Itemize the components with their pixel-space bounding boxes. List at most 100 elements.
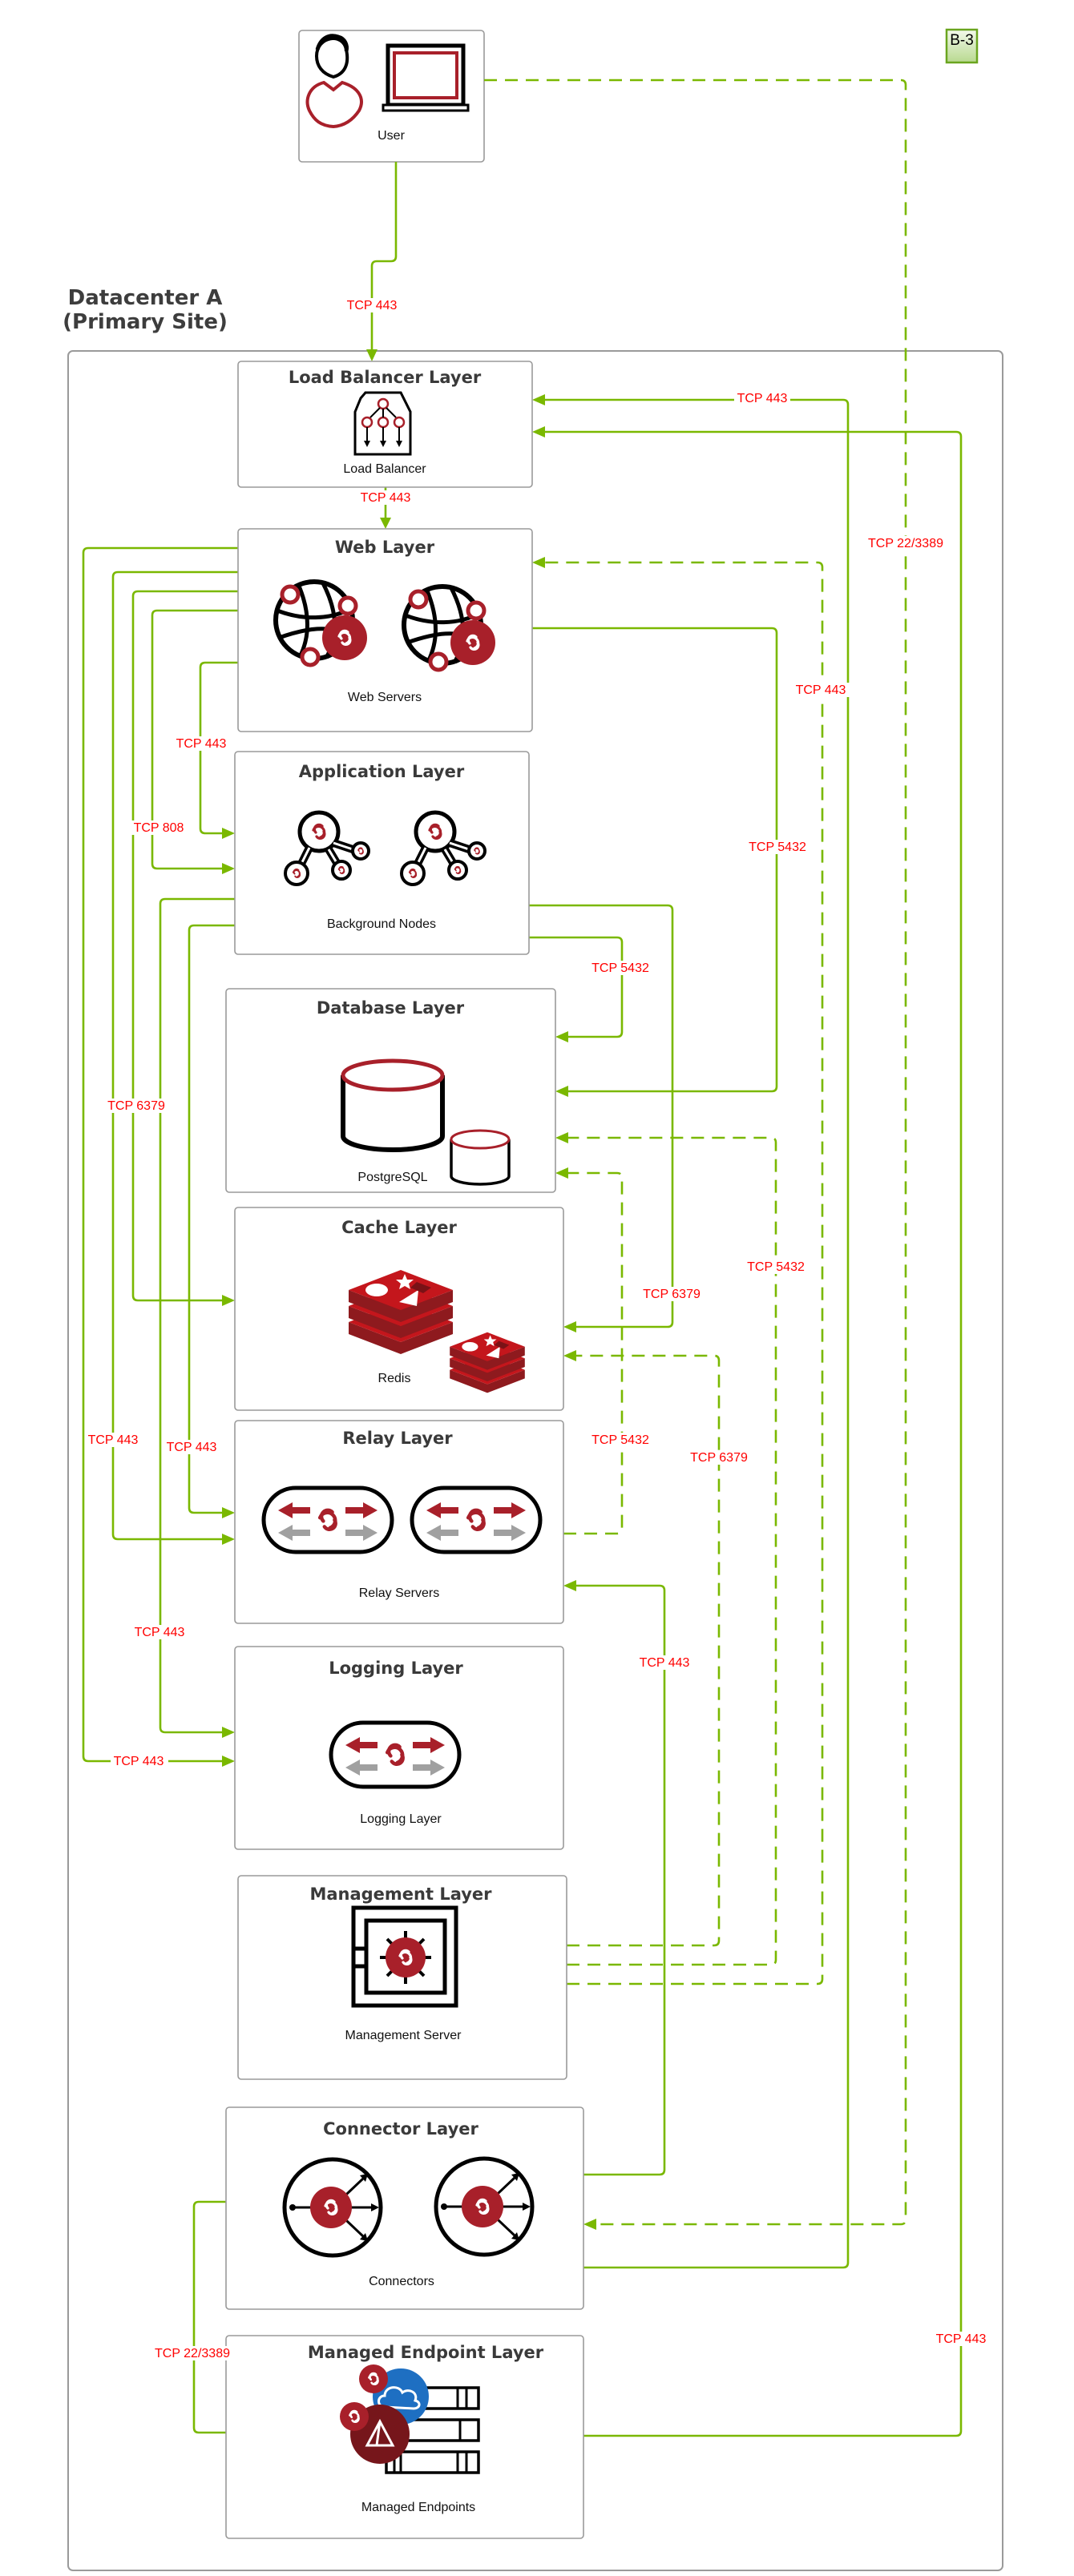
svg-text:TCP 443: TCP 443 [796, 683, 846, 697]
layer-caption: Redis [378, 1372, 411, 1385]
port-label: TCP 808 [131, 820, 187, 835]
layer-caption: Load Balancer [343, 462, 426, 476]
port-label: TCP 443 [173, 736, 229, 751]
svg-text:TCP 443: TCP 443 [167, 1441, 217, 1454]
layer-database[interactable]: Database Layer PostgreSQL [225, 988, 556, 1193]
datacenter-subtitle: (Primary Site) [63, 310, 228, 334]
port-label: TCP 5432 [745, 840, 810, 854]
wire-endpoint-lb [542, 430, 963, 2437]
svg-text:TCP 443: TCP 443 [361, 491, 411, 505]
layer-caption: Web Servers [348, 691, 422, 704]
svg-text:TCP 443: TCP 443 [640, 1656, 690, 1670]
wire-relay-db [563, 1171, 624, 1535]
wire-web-cache [131, 590, 238, 1302]
connection-wires [82, 79, 963, 2437]
wire-user-connector [484, 79, 907, 2226]
layer-title: Load Balancer Layer [289, 368, 482, 387]
svg-text:TCP 443: TCP 443 [347, 299, 398, 312]
managed-endpoints-icon [340, 2364, 480, 2474]
layer-caption: Background Nodes [327, 917, 436, 931]
wire-app-db [529, 936, 624, 1038]
port-label: TCP 443 [931, 2332, 991, 2346]
layer-caption: Logging Layer [360, 1812, 442, 1826]
port-label: TCP 443 [131, 1625, 188, 1639]
wire-mgmt-cache [567, 1354, 721, 1947]
layer-connector[interactable]: Connector Layer Connectors [225, 2106, 584, 2310]
layer-managed-endpoint[interactable]: Managed Endpoint Layer Managed Endpoint [225, 2335, 584, 2539]
wire-connector-endpoint [192, 2200, 353, 2434]
wire-user-lb [370, 162, 398, 353]
user-node[interactable]: User [298, 30, 485, 163]
wire-app-cache [529, 904, 674, 1328]
port-label: TCP 6379 [640, 1287, 704, 1301]
layer-title: Web Layer [335, 538, 435, 557]
layer-application[interactable]: Application Layer Background Nodes [234, 751, 530, 955]
logging-server-icon [331, 1723, 459, 1787]
svg-text:TCP 22/3389: TCP 22/3389 [155, 2347, 230, 2360]
layer-caption: PostgreSQL [357, 1171, 427, 1184]
datacenter-title: Datacenter A [68, 286, 223, 310]
svg-text:TCP 5432: TCP 5432 [749, 841, 806, 854]
svg-text:TCP 5432: TCP 5432 [592, 961, 649, 975]
port-label: TCP 6379 [104, 1099, 168, 1113]
layer-title: Application Layer [299, 762, 465, 781]
layer-web[interactable]: Web Layer Web Servers [237, 528, 533, 732]
svg-text:TCP 6379: TCP 6379 [690, 1451, 748, 1465]
layer-caption: Relay Servers [359, 1586, 439, 1600]
port-label: TCP 443 [343, 298, 401, 312]
svg-text:TCP 6379: TCP 6379 [107, 1099, 165, 1113]
svg-text:TCP 443: TCP 443 [135, 1626, 185, 1639]
svg-text:TCP 5432: TCP 5432 [592, 1433, 649, 1447]
user-label: User [378, 129, 405, 143]
layer-logging[interactable]: Logging Layer Logging Layer [234, 1646, 564, 1850]
layer-caption: Managed Endpoints [361, 2501, 475, 2514]
layer-caption: Connectors [369, 2275, 434, 2288]
management-server-vault-icon [351, 1905, 458, 2008]
layer-title: Managed Endpoint Layer [308, 2343, 544, 2362]
wire-app-logging [159, 897, 235, 1734]
port-label: TCP 6379 [687, 1450, 751, 1465]
layer-load-balancer[interactable]: Load Balancer Layer Load Balancer [237, 361, 533, 488]
layer-title: Relay Layer [342, 1429, 453, 1448]
svg-text:TCP 443: TCP 443 [114, 1755, 164, 1768]
wire-mgmt-web [542, 561, 824, 1985]
port-label: TCP 5432 [588, 961, 652, 975]
layer-caption: Management Server [345, 2029, 462, 2042]
layer-title: Management Layer [309, 1885, 492, 1904]
port-label: TCP 443 [636, 1655, 692, 1670]
port-label: TCP 443 [734, 391, 790, 405]
port-labels: TCP 443 TCP 443 TCP 443 TCP 443 TCP 22/3… [85, 298, 991, 2360]
layer-title: Logging Layer [329, 1659, 463, 1678]
datacenter-container [67, 350, 1003, 2571]
port-label: TCP 443 [357, 490, 414, 505]
wire-web-relay [111, 570, 238, 1541]
port-label: TCP 443 [85, 1433, 141, 1447]
layer-cache[interactable]: Cache Layer Redis [234, 1207, 564, 1411]
layer-relay[interactable]: Relay Layer Relay Servers [234, 1420, 564, 1624]
port-label: TCP 22/3389 [151, 2346, 232, 2360]
wire-connector-lb [542, 398, 850, 2269]
port-label: TCP 443 [792, 683, 850, 697]
svg-text:TCP 443: TCP 443 [737, 392, 788, 405]
layer-management[interactable]: Management Layer Management Server [237, 1875, 567, 2080]
wire-connector-relay [573, 1584, 666, 2176]
svg-text:TCP 22/3389: TCP 22/3389 [868, 537, 943, 550]
wire-web-logging [82, 546, 238, 1763]
laptop-icon [382, 43, 470, 112]
svg-text:TCP 443: TCP 443 [176, 737, 227, 751]
load-balancer-icon [353, 391, 412, 456]
svg-text:TCP 6379: TCP 6379 [643, 1288, 701, 1301]
svg-text:TCP 443: TCP 443 [88, 1433, 139, 1447]
svg-text:TCP 808: TCP 808 [134, 821, 184, 835]
layer-title: Connector Layer [323, 2119, 478, 2139]
page-badge: B-3 [945, 28, 979, 64]
badge-label: B-3 [950, 32, 974, 49]
svg-text:TCP 5432: TCP 5432 [747, 1260, 805, 1274]
layer-title: Database Layer [317, 998, 465, 1018]
port-label: TCP 443 [111, 1753, 168, 1768]
wire-web-app-808 [151, 609, 238, 870]
port-label: TCP 22/3389 [866, 536, 946, 550]
wire-app-relay [188, 924, 235, 1514]
person-icon [305, 34, 363, 129]
